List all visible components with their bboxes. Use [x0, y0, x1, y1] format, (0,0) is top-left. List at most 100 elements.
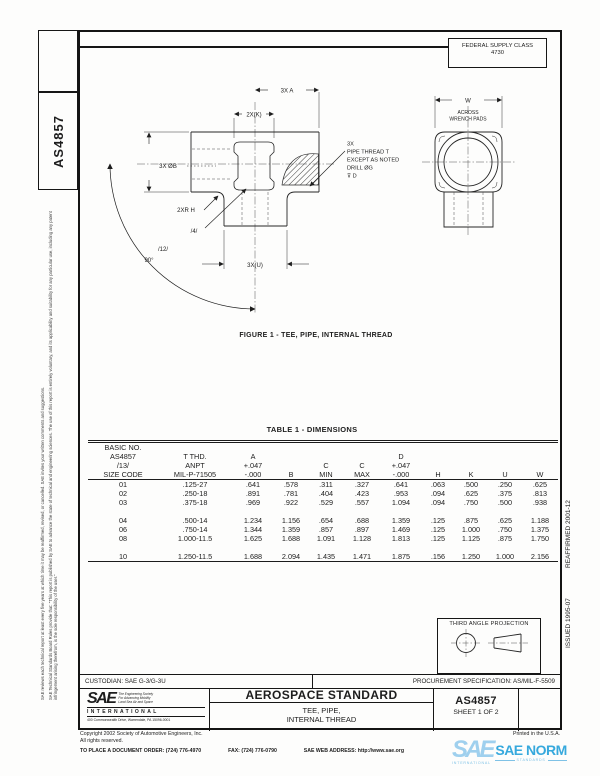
table-cell: 1.375	[530, 525, 550, 534]
table-cell: .404	[318, 489, 334, 498]
title-block-empty-cell	[519, 689, 560, 731]
table-cell: .625	[497, 516, 513, 525]
table-group-spacer	[88, 543, 558, 552]
table-cell: 04	[118, 516, 128, 525]
custodian-cell: CUSTODIAN: SAE G-3/G-3U	[80, 675, 313, 689]
table-cell: 1.471	[344, 552, 380, 562]
third-angle-projection-box: THIRD ANGLE PROJECTION	[437, 618, 541, 674]
table-cell: 1.435	[308, 552, 344, 562]
table-header-cell	[488, 461, 522, 470]
dimension-w	[434, 96, 503, 128]
note-flag-12: /12/	[158, 247, 168, 253]
table-cell: .641	[393, 480, 409, 489]
dim-a-label: 3X A	[281, 89, 294, 95]
table-cell: 1.813	[391, 534, 411, 543]
flag4-leader	[204, 188, 247, 229]
table-cell: .938	[532, 498, 548, 507]
table-cell: 1.188	[530, 516, 550, 525]
table-cell: .922	[283, 498, 299, 507]
dimension-3x-u	[202, 230, 309, 269]
table-cell: .250	[497, 480, 513, 489]
web-address: http://www.sae.org	[357, 748, 404, 754]
table-cell: .500-14	[182, 516, 208, 525]
table-cell: 06	[118, 525, 128, 534]
table-header-cell	[308, 442, 344, 453]
procurement-cell: PROCUREMENT SPECIFICATION: AS/MIL-F-5509	[412, 678, 555, 685]
dimension-2x-k	[233, 111, 275, 138]
table-header-cell	[344, 452, 380, 461]
table-header-cell: -.000	[380, 470, 422, 480]
document-title-line1: TEE, PIPE,	[302, 706, 341, 715]
radius-label: 2XR H	[177, 208, 195, 214]
table-header-cell: MAX	[344, 470, 380, 480]
table-cell: .094	[430, 489, 446, 498]
table-header-cell	[454, 442, 488, 453]
figure-caption: FIGURE 1 - TEE, PIPE, INTERNAL THREAD	[239, 332, 393, 339]
table-cell: 1.750	[530, 534, 550, 543]
disclaimer-paragraph-2: SAE reviews each technical report at lea…	[40, 386, 45, 700]
sae-logo-international: INTERNATIONAL	[87, 707, 205, 715]
table-cell: 08	[118, 534, 128, 543]
table-body: 01.125-27.641.578.311.327.641.063.500.25…	[88, 480, 558, 562]
sae-norm-logo: SAE INTERNATIONAL SAE NORM STANDARDS	[452, 736, 567, 766]
sae-logo-address: 400 Commonwealth Drive, Warrendale, PA 1…	[87, 716, 205, 722]
table-cell: .897	[354, 525, 370, 534]
table-header-cell	[454, 452, 488, 461]
svg-text:3X: 3X	[347, 142, 354, 148]
table-header-cell	[488, 452, 522, 461]
table-header-cell	[522, 452, 558, 461]
issued-date: ISSUED 1995-07	[565, 598, 572, 648]
angle-label: 90°	[144, 258, 154, 264]
table-cell: .625	[463, 489, 479, 498]
table-cell: .125	[430, 525, 446, 534]
table-cell: 1.000	[488, 552, 522, 562]
table-header-cell	[488, 442, 522, 453]
order-info-line: TO PLACE A DOCUMENT ORDER: (724) 776-497…	[80, 748, 404, 754]
copyright-line: Copyright 2002 Society of Automotive Eng…	[80, 731, 203, 737]
table-cell: .654	[318, 516, 334, 525]
custodian-row: CUSTODIAN: SAE G-3/G-3U PROCUREMENT SPEC…	[80, 674, 560, 689]
table-cell: .953	[393, 489, 409, 498]
table-cell: .125	[430, 534, 446, 543]
table-header-cell: U	[488, 470, 522, 480]
drawing-frame: FEDERAL SUPPLY CLASS 4730	[78, 30, 562, 731]
table-cell: .641	[245, 480, 261, 489]
table-header-cell: B	[274, 470, 308, 480]
table-cell: .423	[354, 489, 370, 498]
side-view-hidden-lines	[453, 192, 484, 226]
table-header-cell	[344, 442, 380, 453]
table-header-cell	[422, 461, 454, 470]
table-header-cell	[522, 461, 558, 470]
section-hatch	[281, 153, 319, 186]
table-title: TABLE 1 - DIMENSIONS	[266, 425, 358, 434]
table-cell: 1.359	[281, 525, 301, 534]
table-cell: 1.359	[391, 516, 411, 525]
table-cell: 1.625	[243, 534, 263, 543]
table-cell: .500	[463, 480, 479, 489]
table-cell: .375-18	[182, 498, 208, 507]
table-row: 01.125-27.641.578.311.327.641.063.500.25…	[88, 480, 558, 490]
disclaimer-paragraph-1: SAE Technical Standards Board Rules prov…	[48, 211, 58, 700]
svg-text:DRILL ØG: DRILL ØG	[347, 166, 373, 172]
table-header-cell: SIZE CODE	[88, 470, 158, 480]
table-header-cell	[422, 442, 454, 453]
table-header-cell: D	[398, 452, 404, 461]
dimension-3x-a	[255, 87, 320, 128]
radius-leader	[203, 195, 219, 211]
table-header-cell	[454, 461, 488, 470]
sae-norm-wordmark: SAE	[452, 736, 495, 763]
side-view	[434, 131, 503, 228]
table-cell: .557	[354, 498, 370, 507]
table-header-cell	[522, 442, 558, 453]
table-cell: .857	[318, 525, 334, 534]
table-header-cell: W	[522, 470, 558, 480]
table-cell: 1.094	[391, 498, 411, 507]
sheet-number: SHEET 1 OF 2	[453, 709, 499, 716]
dim-w-label: W	[465, 99, 471, 105]
fax-phone: (724) 776-0790	[241, 748, 277, 754]
table-header-cell	[274, 461, 308, 470]
table-header-cell: T THD.	[183, 452, 207, 461]
table-cell: .891	[245, 489, 261, 498]
